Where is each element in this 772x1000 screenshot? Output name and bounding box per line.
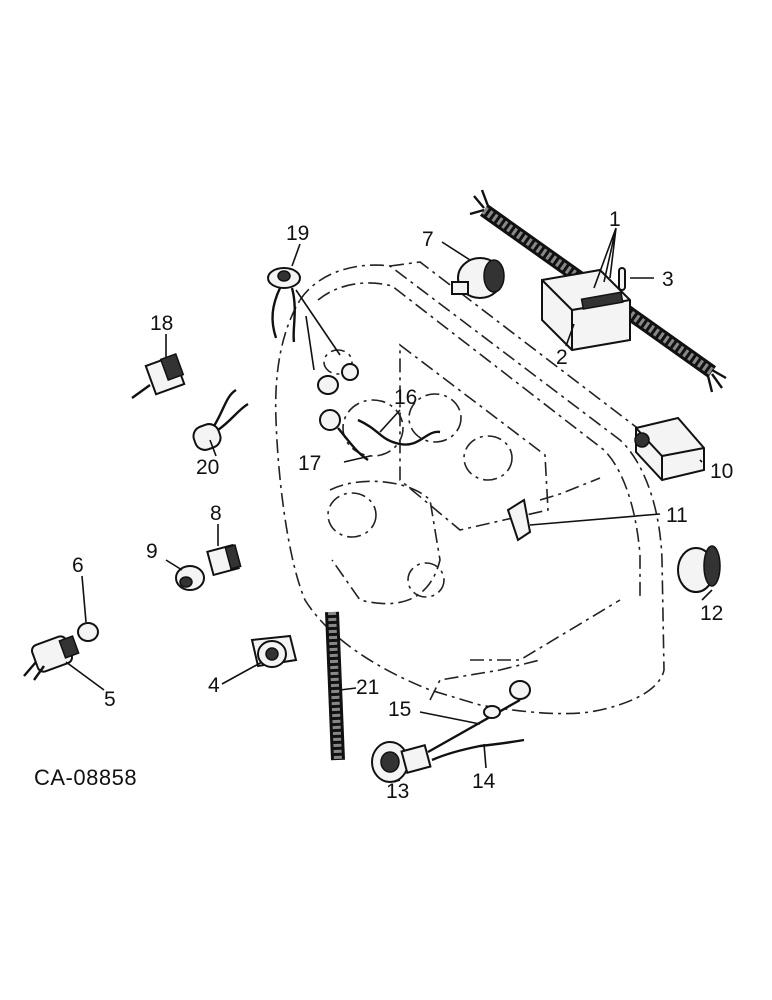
part-21-harness bbox=[325, 611, 345, 761]
part-12-gauge bbox=[677, 545, 721, 593]
part-10-relay-box bbox=[634, 416, 705, 482]
callout-9: 9 bbox=[146, 540, 158, 563]
callout-18: 18 bbox=[150, 312, 173, 335]
part-11-bracket bbox=[506, 477, 601, 542]
part-3-pin bbox=[618, 267, 626, 291]
callout-8: 8 bbox=[210, 502, 222, 525]
callout-17: 17 bbox=[298, 452, 321, 475]
callout-16: 16 bbox=[394, 386, 417, 409]
leader-lines bbox=[65, 227, 713, 783]
part-13-key-switch bbox=[371, 741, 432, 783]
callout-19: 19 bbox=[286, 222, 309, 245]
callout-5: 5 bbox=[104, 688, 116, 711]
part-5-switch bbox=[23, 635, 80, 681]
callout-11: 11 bbox=[666, 504, 688, 527]
callout-20: 20 bbox=[196, 456, 219, 479]
part-20-bulb-socket bbox=[192, 388, 249, 451]
callout-3: 3 bbox=[662, 268, 674, 291]
part-17-bulb bbox=[319, 409, 369, 461]
callout-4: 4 bbox=[208, 674, 220, 697]
callout-7: 7 bbox=[422, 228, 434, 251]
callout-12: 12 bbox=[700, 602, 723, 625]
callout-2: 2 bbox=[556, 346, 568, 369]
part-7-gauge bbox=[451, 257, 505, 299]
part-6-cap bbox=[77, 622, 99, 642]
panel-fasteners bbox=[317, 363, 359, 395]
part-4-flanged-switch bbox=[250, 634, 298, 668]
part-19-sender bbox=[267, 267, 301, 343]
part-14-wire bbox=[431, 738, 525, 762]
part-8-plug bbox=[206, 543, 242, 577]
part-15-key-wire bbox=[427, 680, 531, 754]
part-2-control-module bbox=[541, 268, 631, 352]
callout-labels: 1 2 3 4 5 6 7 8 9 10 11 12 13 14 15 16 1… bbox=[72, 208, 733, 803]
drawing-code: CA-08858 bbox=[34, 765, 137, 790]
callout-1: 1 bbox=[609, 208, 621, 231]
instrument-panel-outline bbox=[274, 261, 665, 715]
part-18-toggle-switch bbox=[131, 352, 186, 399]
callout-14: 14 bbox=[472, 770, 496, 793]
callout-6: 6 bbox=[72, 554, 84, 577]
callout-15: 15 bbox=[388, 698, 411, 721]
callout-21: 21 bbox=[356, 676, 379, 699]
callout-13: 13 bbox=[386, 780, 409, 803]
part-16-cable bbox=[357, 418, 441, 446]
callout-10: 10 bbox=[710, 460, 733, 483]
part-9-grommet bbox=[175, 565, 205, 591]
